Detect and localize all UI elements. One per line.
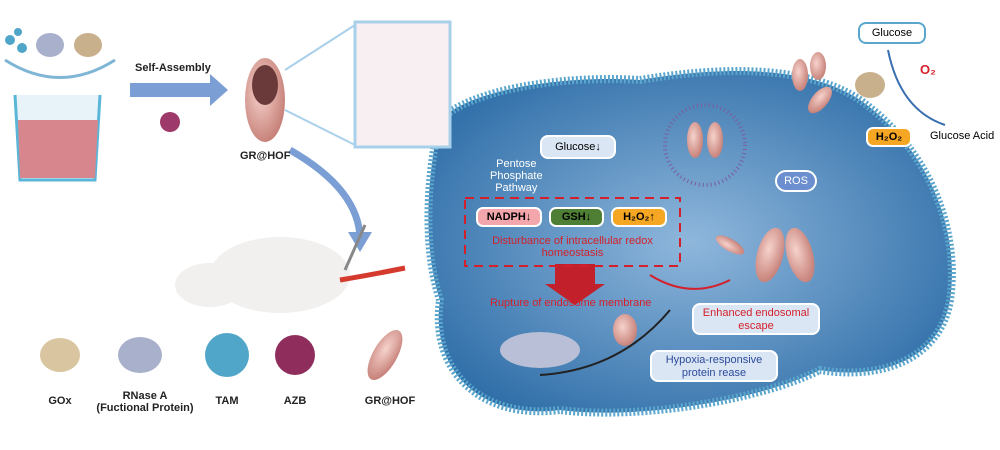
redox-disturbance-label: Disturbance of intracellular redox homeo… bbox=[492, 235, 653, 259]
azb-bead bbox=[160, 112, 180, 132]
endosomal-escape-box: Enhanced endosomal escape bbox=[692, 303, 820, 335]
o2-label: O₂ bbox=[920, 62, 936, 77]
glucose-down-box: Glucose↓ bbox=[540, 135, 616, 159]
glucose-box: Glucose bbox=[858, 22, 926, 44]
gr-hof-label: GR@HOF bbox=[240, 150, 291, 162]
rupture-label: Rupture of endosome membrane bbox=[490, 297, 652, 309]
hypoxia-release-box: Hypoxia-responsive protein rease bbox=[650, 350, 778, 382]
legend-rnase: RNase A (Fuctional Protein) bbox=[96, 390, 194, 414]
self-assembly-label: Self-Assembly bbox=[135, 62, 211, 74]
self-assembly-arrow bbox=[130, 74, 228, 106]
legend-azb: AZB bbox=[283, 395, 307, 407]
nadph-badge: NADPH↓ bbox=[476, 207, 542, 227]
mouse bbox=[210, 237, 350, 313]
legend-gr-hof: GR@HOF bbox=[364, 395, 416, 407]
ros-badge: ROS bbox=[775, 170, 817, 192]
beaker bbox=[4, 28, 116, 182]
endosome bbox=[663, 103, 747, 187]
legend-gox: GOx bbox=[48, 395, 72, 407]
pentose-pathway-label: Pentose Phosphate Pathway bbox=[490, 158, 543, 194]
framework-zoom bbox=[353, 20, 452, 149]
gsh-badge: GSH↓ bbox=[549, 207, 604, 227]
legend-tam: TAM bbox=[215, 395, 239, 407]
h2o2-product: H₂O₂ bbox=[866, 127, 912, 147]
h2o2-badge: H₂O₂↑ bbox=[611, 207, 667, 227]
redox-dashed-box bbox=[464, 197, 681, 267]
glucose-acid-label: Glucose Acid bbox=[930, 130, 995, 142]
